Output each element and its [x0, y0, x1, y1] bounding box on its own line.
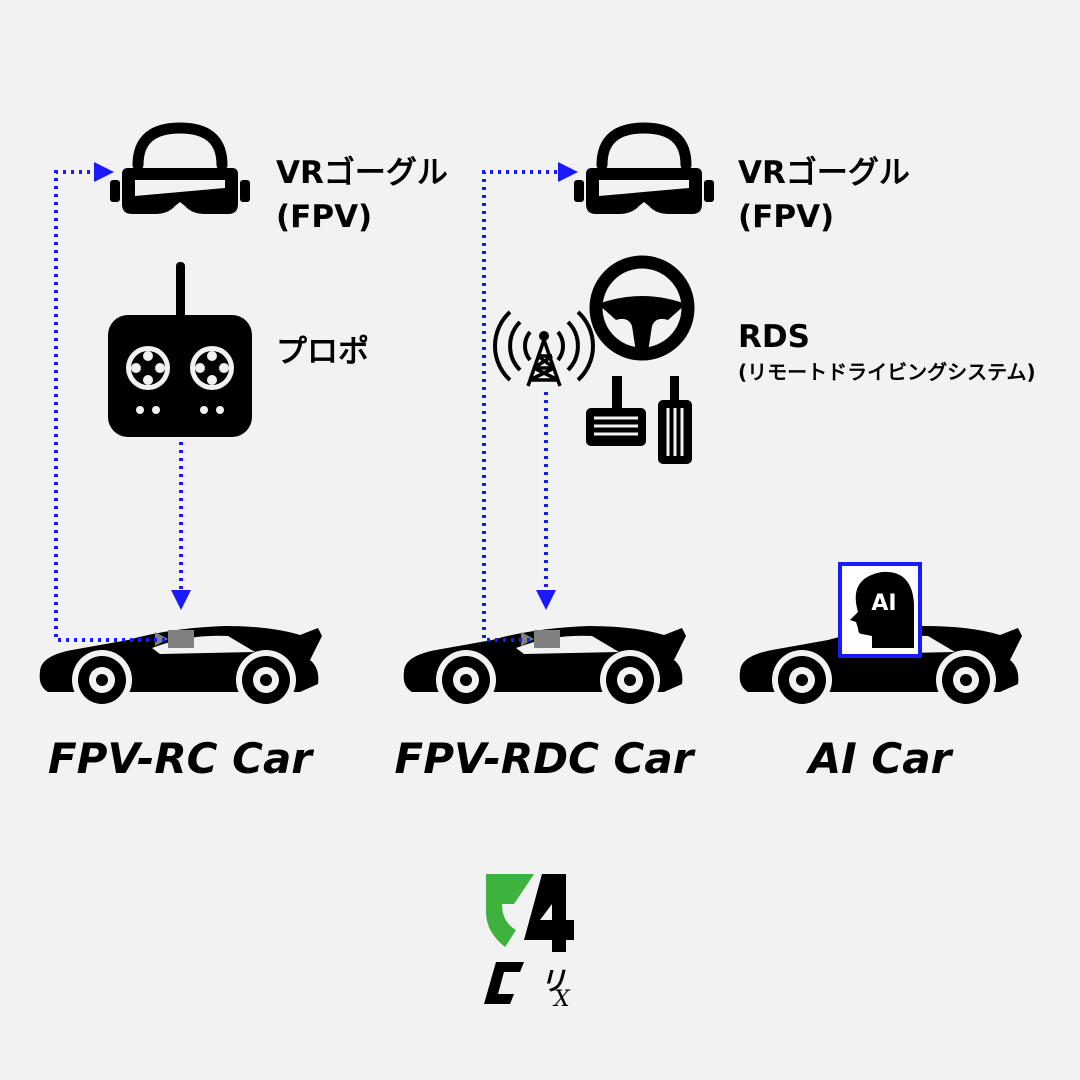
arrow-camera-to-goggle — [482, 162, 578, 642]
logo-icon: リ X — [484, 874, 574, 1012]
car-title-fpv-rc: FPV-RC Car — [47, 734, 313, 783]
controller-label: プロポ — [276, 334, 369, 370]
ai-head-icon: AI — [850, 571, 914, 648]
ai-badge-text: AI — [871, 591, 896, 616]
car-title-ai: AI Car — [808, 734, 952, 783]
goggle-label-line2: (FPV) — [276, 199, 373, 235]
arrow-camera-to-goggle — [54, 162, 165, 642]
goggle-label-line2: (FPV) — [738, 199, 835, 235]
rds-sublabel: (リモートドライビングシステム) — [738, 360, 1036, 384]
goggle-label-line1: VRゴーグル — [738, 155, 910, 191]
car-title-fpv-rdc: FPV-RDC Car — [394, 734, 694, 783]
vr-goggle-icon — [574, 128, 714, 214]
rds-label: RDS — [738, 319, 810, 355]
pedals-icon — [586, 376, 692, 464]
remote-controller-icon — [108, 262, 252, 437]
logo-superscript: リ — [540, 967, 566, 997]
goggle-label-line1: VRゴーグル — [276, 155, 448, 191]
logo-subscript: X — [552, 987, 571, 1012]
steering-wheel-icon — [589, 255, 695, 361]
vr-goggle-icon — [110, 128, 250, 214]
camera-icon — [155, 630, 194, 648]
radio-tower-icon — [492, 310, 596, 387]
